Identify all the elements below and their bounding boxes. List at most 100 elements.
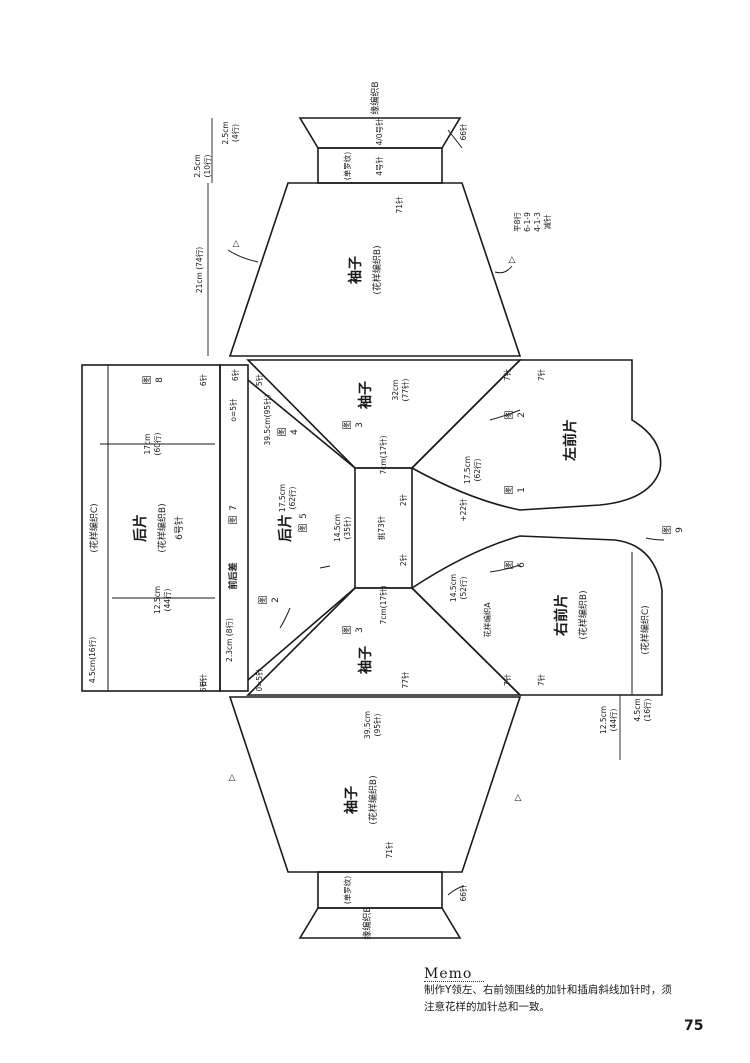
sleeve-bottom-st66: 66针 [458,884,468,902]
dim-7b: 7cm(17针) [378,585,388,624]
page-number: 75 [684,1018,704,1034]
dim-175b-rows: (62行) [472,458,482,481]
back-border-label: (花样编织C) [88,503,100,552]
pick-up-73: 挑73针 [376,515,386,540]
dim-145-st: (35针) [342,516,352,539]
dim-395-yoke: 39.5cm(95针) [262,394,272,445]
sleeve-top-st66: 66针 [458,123,468,141]
dim-17: 17cm [143,434,152,455]
st7-lower: 7针 [502,673,512,686]
dim-145b-rows: (52行) [458,576,468,599]
plus22: +22针 [458,498,468,522]
sleeve-bottom: 袖子 (花样编织B) (单罗纹) 缘编织B 71针 66针 39.5cm (95… [198,679,522,939]
raglan-upper: 袖子 32cm (77针) 7cm(17针) 图 3 7针 [246,359,522,475]
diag-ref-3b: 3 [355,422,365,428]
dim-125-rows: (44行) [162,588,172,611]
back-yoke: 后片 图 5 17.5cm (62行) 14.5cm (35针) 挑73针 2针… [247,379,413,681]
dim-25-10: 2.5cm [193,154,202,177]
sleeve-top-st71: 71针 [394,196,404,214]
dim-7a: 7cm(17针) [378,435,388,474]
left-front-title: 左前片 [562,419,579,462]
dim-32-st: (77针) [400,378,410,401]
diag-ref-8b: 8 [155,377,165,383]
diag-ref-8a: 图 [142,375,153,384]
sleeve-top-st6: 6针 [230,368,240,381]
memo-note: Memo 制作Y领左、右前领围线的加针和插肩斜线加针时，须 注意花样的加针总和一… [424,966,724,1016]
sleeve-bottom-rib: (单罗纹) [342,876,352,904]
diag-ref-5b: 5 [299,513,309,519]
diag-ref-6a: 图 [504,560,515,569]
dim-145b: 14.5cm [449,574,458,602]
rows8: 平8行 [512,212,522,232]
diag-ref-1b: 1 [517,487,527,493]
back-pattern: (花样编织B) [156,503,168,552]
right-front-piece: 右前片 (花样编织B) (花样编织C) 花样编织A 14.5cm (52行) 图… [410,525,685,760]
right-front-border: (花样编织C) [639,605,651,654]
sleeve-bottom-st6: 6针 [198,679,208,692]
diag-ref-3c: 图 [342,625,353,634]
sleeve-bottom-pattern: (花样编织B) [367,775,379,824]
raglan-lower: 袖子 77针 7cm(17针) 图 3 7针 [246,585,522,696]
raglan-lower-title: 袖子 [357,646,374,674]
diag-ref-3a: 图 [342,420,353,429]
sleeve-top-cuff: 缘编织B [369,81,381,114]
pattern-a: 花样编织A [482,602,492,638]
dim-25-4: 2.5cm [221,121,230,144]
diag-ref-7a: 图 [228,515,239,524]
dim-175-rows: (62行) [287,486,297,509]
back-st6-bottom: 6针 [198,673,208,686]
dim-45a: 4.5cm(16行) [87,637,97,683]
sleeve-bottom-st71: 71针 [384,841,394,859]
back-needle: 6号针 [173,516,185,540]
back-upper-title: 后片 [277,514,294,542]
sleeve-top-n40: 4/0号针 [374,118,384,146]
dim-395b: 39.5cm [363,711,372,739]
neck-st2-bottom: 2针 [398,553,408,566]
diag-ref-2c: 图 [504,410,515,419]
st7-right-front: 7针 [536,673,546,686]
dim-25-4-rows: (4行) [230,124,240,142]
dim-23: 2.3cm (8行) [224,618,234,662]
dim-17-rows: (60行) [152,432,162,455]
dim-32: 32cm [391,380,400,401]
raglan-upper-title: 袖子 [357,381,374,409]
back-piece: (花样编织C) 后片 (花样编织B) 6号针 图 8 6针 6针 17cm (6… [81,364,221,692]
diag-ref-6b: 6 [517,562,527,568]
sleeve-top-n4: 4号针 [374,156,384,176]
sleeve-top-title: 袖子 [347,256,364,284]
sleeve-bottom-cuff: 缘编织B [361,906,373,939]
right-front-pattern: (花样编织B) [577,590,589,639]
neck-st2-top: 2针 [398,493,408,506]
dim-175: 17.5cm [278,484,287,512]
memo-title: Memo [424,966,724,982]
dim-125b-rows: (44行) [608,708,618,731]
st77-lower: 77针 [400,671,410,689]
memo-line-2: 注意花样的加针总和一致。 [424,1001,550,1013]
st5-top: 5针 [254,373,264,386]
sleeve-top-rib: (单罗纹) [342,152,352,180]
diag-ref-4b: 4 [290,429,300,435]
diag-ref-5a: 图 [298,523,309,532]
sleeve-bottom-title: 袖子 [343,786,360,814]
front-back-diff-band: 前后差 图 7 2.3cm (8行) o=5针 0=5针 5针 [219,364,264,692]
diag-ref-3d: 3 [355,627,365,633]
o5-top: o=5针 [228,398,238,422]
st7-left-front: 7针 [536,368,546,381]
diag-ref-9b: 9 [675,527,685,533]
dim-125b: 12.5cm [599,706,608,734]
dim-145: 14.5cm [333,514,342,542]
sleeve-top-triangle: △ [233,239,240,249]
diag-ref-4a: 图 [277,427,288,436]
diag-ref-2d: 2 [517,412,527,418]
sleeve-bottom-triangle-r: △ [515,793,522,803]
diag-ref-9a: 图 [662,525,673,534]
dim-21: 21cm (74行) [194,247,204,293]
sleeve-top: 袖子 (花样编织B) (单罗纹) 4号针 4/0号针 缘编织B 71针 66针 … [193,81,552,381]
dec3: 减针 [542,214,552,229]
dim-395b-st: (95针) [372,713,382,736]
left-front-piece: 左前片 17.5cm (62行) 图 2 图 1 +22针 7针 [410,359,662,522]
sleeve-top-pattern: (花样编织B) [371,245,383,294]
back-title: 后片 [132,514,149,542]
dec1: 6-1-9 [523,212,532,232]
